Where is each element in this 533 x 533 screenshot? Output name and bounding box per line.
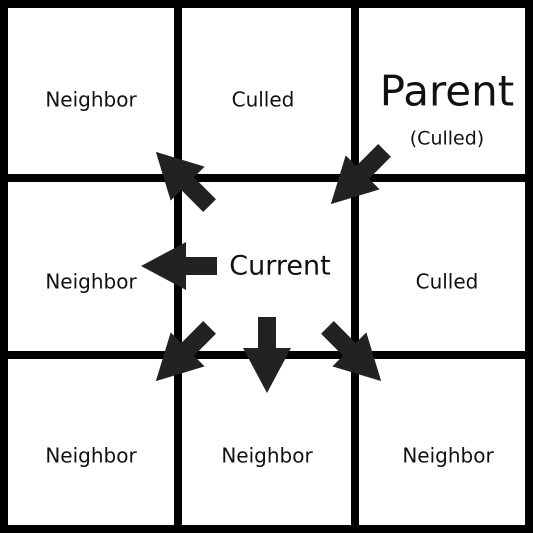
cell-bottom-center-label: Neighbor	[221, 444, 313, 468]
cell-top-center-label: Culled	[232, 88, 295, 112]
arrow-to-bottom-icon	[243, 317, 291, 393]
arrow-to-bottom-right-icon	[321, 321, 382, 382]
arrow-to-left-icon	[141, 242, 217, 290]
cell-top-right-sub-label: (Culled)	[410, 128, 484, 150]
cell-bottom-left-label: Neighbor	[45, 444, 137, 468]
arrow-to-top-left-icon	[155, 151, 216, 212]
cell-top-right-label: Parent	[380, 67, 514, 116]
arrow-to-bottom-left-icon	[155, 321, 216, 382]
cell-top-left-label: Neighbor	[45, 88, 137, 112]
arrows	[141, 144, 391, 393]
cell-middle-left-label: Neighbor	[45, 270, 137, 294]
cell-middle-center-label: Current	[229, 251, 330, 282]
cell-middle-right-label: Culled	[416, 270, 479, 294]
cell-bottom-right-label: Neighbor	[402, 444, 494, 468]
arrow-from-parent-icon	[330, 144, 391, 205]
